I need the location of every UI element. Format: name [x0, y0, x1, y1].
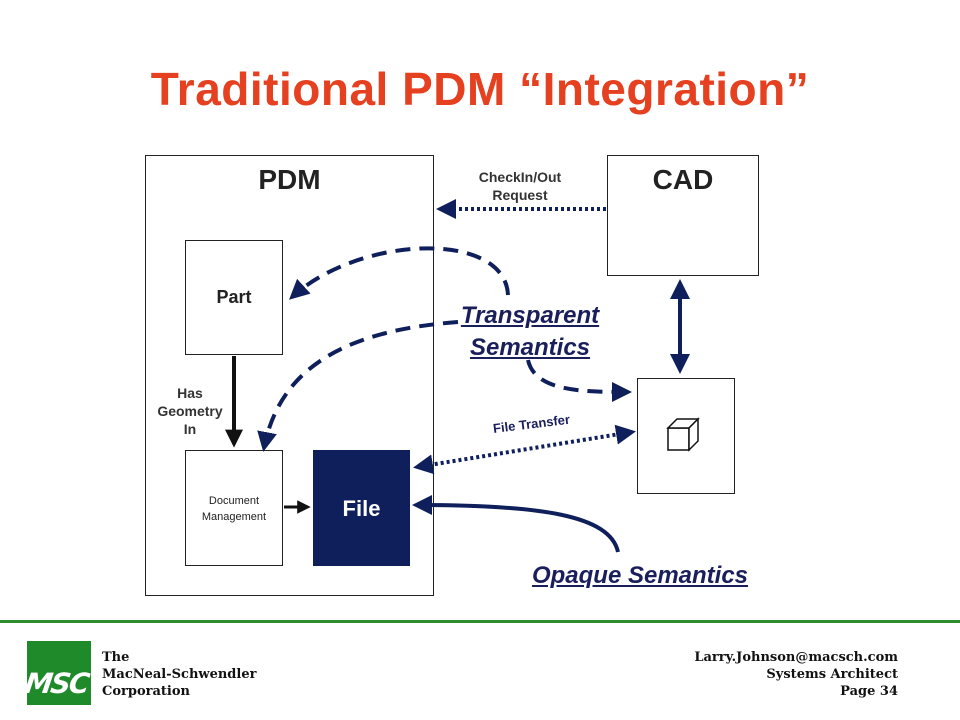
transparent-to-document-arrow: [257, 320, 459, 452]
doc-mgmt-line1: Document: [208, 495, 260, 507]
doc-mgmt-line2: Management: [201, 511, 267, 523]
transparent-semantics-label: Transparent Semantics: [430, 300, 630, 364]
opaque-to-file-arrow: [412, 495, 620, 553]
document-management-box: [185, 450, 283, 566]
msc-logo: MSC: [27, 641, 91, 705]
document-management-label: Document Management: [185, 493, 283, 525]
footer-rule: [0, 620, 960, 623]
company-name: The MacNeal-Schwendler Corporation: [102, 649, 256, 700]
has-geometry-label: Has Geometry In: [148, 384, 232, 438]
part-label: Part: [216, 287, 252, 307]
opaque-semantics-label: Opaque Semantics: [531, 562, 749, 589]
msc-logo-text: MSC: [27, 667, 90, 700]
company-line3: Corporation: [102, 684, 190, 699]
has-geometry-line2: Geometry: [157, 403, 223, 419]
part-box: [185, 240, 283, 355]
has-geometry-line1: Has: [177, 385, 203, 401]
transparent-to-geometry-arrow: [526, 359, 632, 402]
has-geometry-line3: In: [183, 421, 197, 437]
author-info: Larry.Johnson@macsch.com Systems Archite…: [694, 649, 898, 700]
cad-label: CAD: [652, 164, 714, 195]
company-line1: The: [102, 650, 130, 665]
cad-box: [607, 155, 759, 276]
checkin-line1: CheckIn/Out: [478, 169, 562, 185]
pdm-label: PDM: [258, 164, 321, 195]
checkin-request-label: CheckIn/Out Request: [455, 168, 585, 204]
file-transfer-arrow: [413, 424, 636, 475]
page-number: Page 34: [840, 684, 898, 699]
transparent-line1: Transparent: [460, 302, 600, 329]
company-line2: MacNeal-Schwendler: [102, 667, 257, 682]
transparent-line2: Semantics: [469, 334, 591, 361]
author-role: Systems Architect: [766, 667, 898, 682]
slide-title: Traditional PDM “Integration”: [150, 63, 810, 115]
checkin-line2: Request: [492, 187, 548, 203]
file-label: File: [342, 496, 381, 521]
cube-icon: [666, 417, 700, 452]
author-email: Larry.Johnson@macsch.com: [694, 650, 898, 665]
file-box: [313, 450, 410, 566]
transparent-to-part-arrow: [289, 246, 510, 300]
